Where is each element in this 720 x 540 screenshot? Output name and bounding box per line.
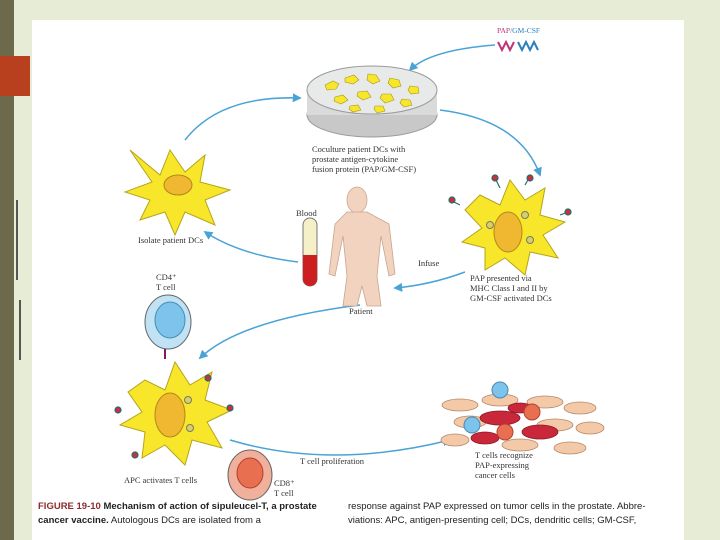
decorative-line [16,200,18,280]
patient-body-icon [328,186,396,307]
arrow-coculture-to-dc [439,109,542,177]
cd8-t-cell-icon [227,449,273,501]
apc-dendritic-cell-icon [114,360,234,466]
caption-right-column: response against PAP expressed on tumor … [348,501,646,526]
figure-number: FIGURE 19-10 [38,501,101,512]
arrow-pap-to-dish [408,44,496,72]
blood-label: Blood [296,208,317,218]
figure-title: Mechanism of action of sipuleucel-T, a p… [38,501,317,526]
cd4-t-cell-label: CD4⁺ T cell [156,272,177,292]
recognize-label: T cells recognize PAP-expressing cancer … [475,450,533,480]
isolate-dcs-label: Isolate patient DCs [138,235,204,245]
pap-gmcsf-label: PAP/GM-CSF [497,26,541,35]
cd4-t-cell-icon [144,294,192,359]
activated-dendritic-cell-icon [448,174,572,276]
arrow-dc-to-patient [393,271,466,292]
patient-label: Patient [349,306,373,316]
coculture-label: Coculture patient DCs with prostate anti… [312,144,417,174]
arrow-isolate-to-coculture [184,93,302,141]
proliferation-label: T cell proliferation [300,456,365,466]
infuse-label: Infuse [418,258,440,268]
figure-caption: FIGURE 19-10 Mechanism of action of sipu… [38,500,678,540]
arrow-blood-to-isolate [203,231,299,263]
decorative-line [19,300,21,360]
arrow-proliferation [229,437,452,456]
pap-gmcsf-wave-icon [497,39,539,53]
petri-dish-icon [306,65,438,138]
tumor-tissue-icon [440,381,605,455]
cd8-t-cell-label: CD8⁺ T cell [274,478,295,498]
pap-presented-label: PAP presented via MHC Class I and II by … [470,273,552,303]
red-accent-block [0,56,30,96]
apc-activates-label: APC activates T cells [124,475,198,485]
arrow-patient-to-apc [198,304,361,360]
blood-tube-icon [302,217,318,287]
isolated-dendritic-cell-icon [123,148,232,237]
left-decorative-bar [0,0,14,540]
caption-left-text: Autologous DCs are isolated from a [110,514,261,526]
caption-left-column: FIGURE 19-10 Mechanism of action of sipu… [38,500,330,527]
